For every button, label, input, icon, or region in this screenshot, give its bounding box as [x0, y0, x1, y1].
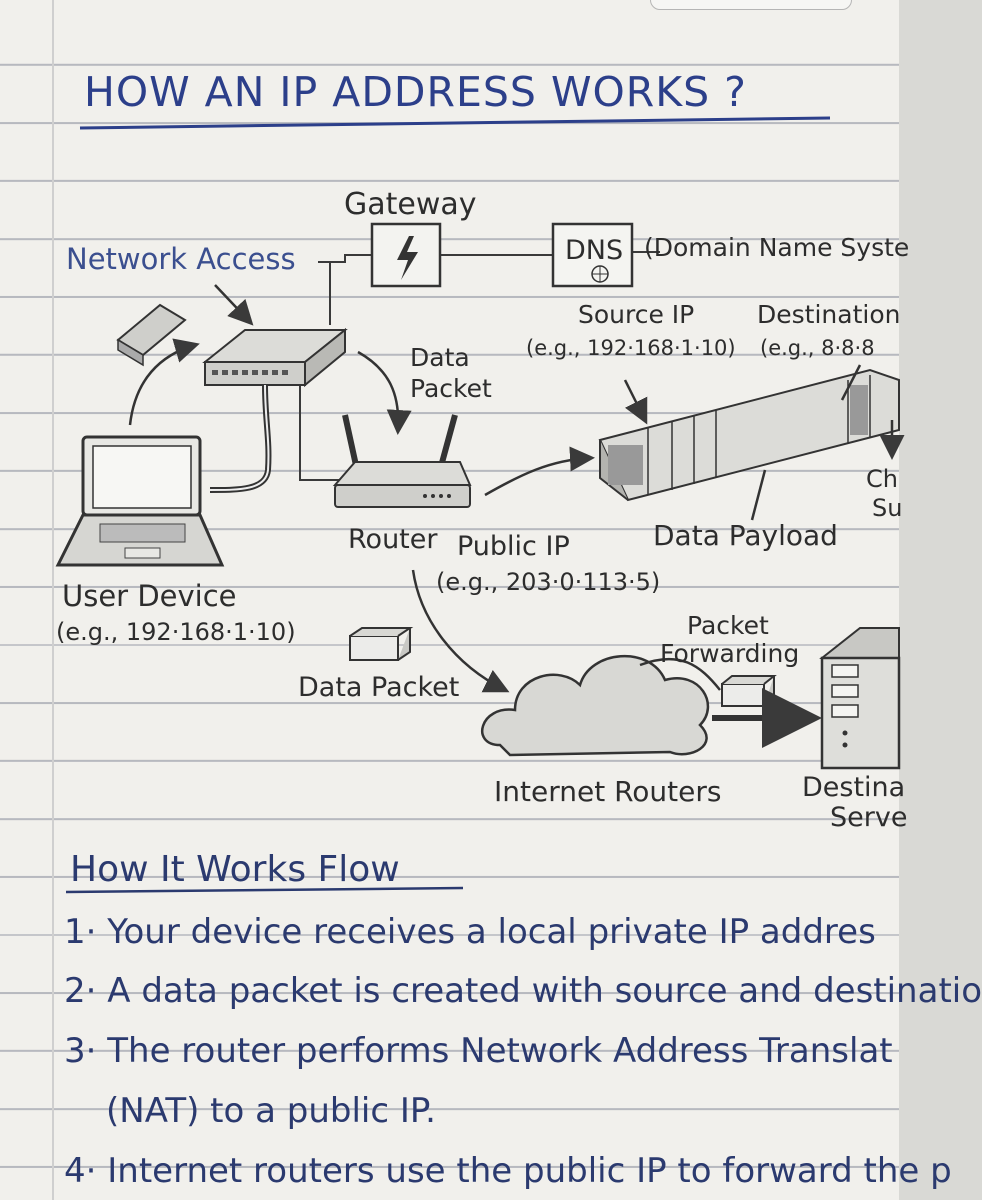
packet-icon-small [116, 303, 187, 367]
internet-routers-label: Internet Routers [494, 775, 722, 808]
router-label: Router [348, 524, 438, 555]
margin-line [52, 0, 54, 1200]
flow-step-2: 2· A data packet is created with source … [64, 971, 982, 1011]
gateway-label: Gateway [344, 187, 477, 222]
router-icon [332, 414, 472, 508]
data-packet-top-line2: Packet [410, 374, 492, 403]
network-switch-icon [202, 327, 348, 493]
diagram-drawing [55, 116, 905, 894]
flow-arrows [128, 284, 905, 748]
destination-ip-label: Destination [757, 300, 901, 329]
destination-ip-example: (e.g., 8·8·8 [760, 336, 875, 360]
source-ip-label: Source IP [578, 300, 695, 329]
laptop-icon [55, 435, 225, 567]
ip-packet-bar [598, 368, 900, 502]
network-access-label: Network Access [66, 242, 296, 276]
flow-heading-underline [65, 886, 464, 894]
flow-step-1: 1· Your device receives a local private … [64, 912, 876, 952]
title-underline [79, 116, 831, 130]
public-ip-label: Public IP [457, 531, 570, 562]
connection-lines [299, 251, 660, 481]
data-payload-label: Data Payload [653, 519, 838, 552]
user-device-label: User Device [62, 579, 237, 613]
source-ip-example: (e.g., 192·168·1·10) [526, 336, 736, 360]
checksum-label-line2: Su [872, 494, 903, 522]
dns-server-icon [551, 222, 634, 288]
flow-heading: How It Works Flow [70, 849, 400, 890]
gateway-icon [370, 222, 442, 288]
destination-server-label-line2: Serve [830, 802, 908, 833]
page-title: HOW AN IP ADDRESS WORKS ? [84, 68, 747, 116]
data-packet-box-right [721, 675, 777, 707]
server-icon [819, 627, 901, 770]
data-packet-top-line1: Data [410, 343, 470, 372]
flow-step-3-continued: (NAT) to a public IP. [106, 1091, 436, 1131]
public-ip-example: (e.g., 203·0·113·5) [436, 568, 661, 596]
flow-step-3: 3· The router performs Network Address T… [64, 1031, 893, 1071]
data-packet-bottom-label: Data Packet [298, 672, 460, 703]
checksum-label-line1: Ch [866, 465, 898, 493]
flow-step-4: 4· Internet routers use the public IP to… [64, 1151, 952, 1191]
user-device-example: (e.g., 192·168·1·10) [56, 618, 296, 646]
packet-forwarding-label-line2: Forwarding [660, 639, 800, 668]
data-packet-box-left [349, 627, 414, 661]
dns-full-name-label: (Domain Name Syste [644, 233, 910, 262]
dns-box-label: DNS [565, 235, 624, 266]
packet-forwarding-label-line1: Packet [687, 611, 769, 640]
destination-server-label-line1: Destina [802, 772, 906, 803]
cloud-icon [481, 655, 710, 757]
